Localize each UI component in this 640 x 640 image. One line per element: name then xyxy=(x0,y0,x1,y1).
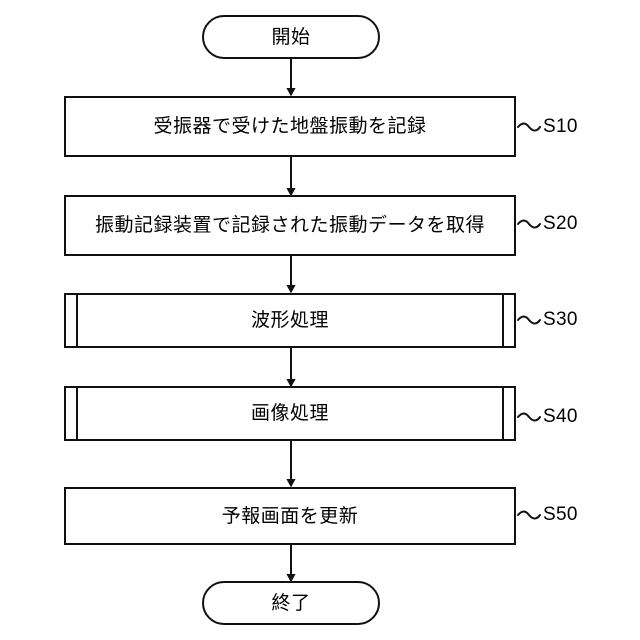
step-ref-s40-text: S40 xyxy=(543,406,578,427)
step-ref-s40: S40 xyxy=(543,406,578,428)
leader-s30 xyxy=(517,315,541,325)
node-end[interactable]: 終了 xyxy=(202,581,380,625)
node-s40-label: 画像処理 xyxy=(250,403,329,424)
node-s10-label: 受振器で受けた地盤振動を記録 xyxy=(153,116,427,137)
step-ref-s30: S30 xyxy=(543,309,578,331)
step-ref-s50: S50 xyxy=(543,504,578,526)
node-start-label: 開始 xyxy=(271,26,311,48)
predefined-bar-right xyxy=(502,388,504,439)
node-s30[interactable]: 波形処理 xyxy=(64,293,516,348)
step-ref-s50-text: S50 xyxy=(543,504,578,525)
node-s20[interactable]: 振動記録装置で記録された振動データを取得 xyxy=(64,195,516,256)
leader-s50 xyxy=(517,510,541,520)
step-ref-s30-text: S30 xyxy=(543,309,578,330)
node-s20-label: 振動記録装置で記録された振動データを取得 xyxy=(94,215,485,236)
node-s50[interactable]: 予報画面を更新 xyxy=(64,487,516,545)
node-s50-label: 予報画面を更新 xyxy=(221,505,359,527)
predefined-bar-left xyxy=(76,295,78,346)
node-end-label: 終了 xyxy=(271,592,311,614)
node-start[interactable]: 開始 xyxy=(202,15,380,59)
leader-s40 xyxy=(517,412,541,422)
node-s30-label: 波形処理 xyxy=(250,310,329,331)
predefined-bar-right xyxy=(502,295,504,346)
step-ref-s20-text: S20 xyxy=(543,213,578,234)
leader-s20 xyxy=(517,219,541,229)
node-s10[interactable]: 受振器で受けた地盤振動を記録 xyxy=(64,96,516,157)
predefined-bar-left xyxy=(76,388,78,439)
leader-s10 xyxy=(517,122,541,132)
step-ref-s20: S20 xyxy=(543,213,578,235)
step-ref-s10: S10 xyxy=(543,116,578,138)
node-s40[interactable]: 画像処理 xyxy=(64,386,516,441)
step-ref-s10-text: S10 xyxy=(543,116,578,137)
